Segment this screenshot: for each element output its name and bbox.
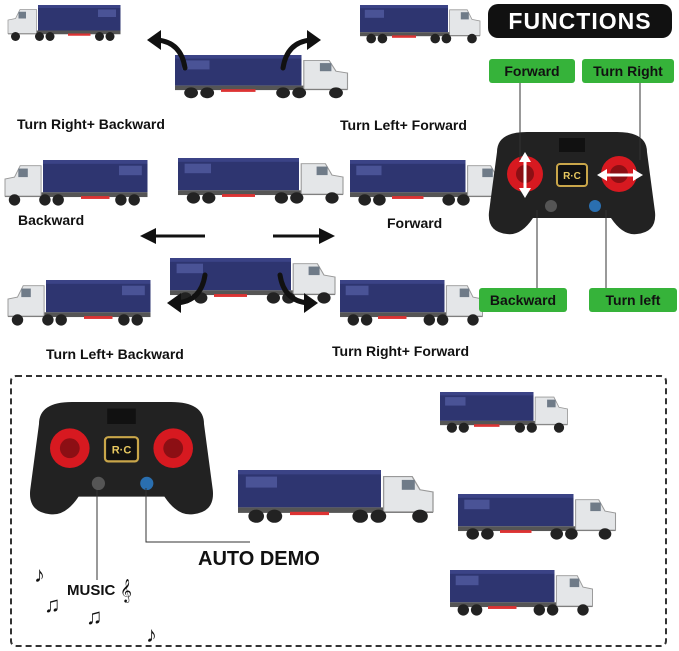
label-backward: Backward — [18, 212, 85, 228]
label-controller-backward: Backward — [479, 288, 567, 312]
label-controller-turn-right: Turn Right — [582, 59, 674, 83]
label-controller-forward: Forward — [489, 59, 575, 83]
auto-demo-frame — [10, 375, 667, 647]
truck-mid-center — [177, 157, 344, 205]
truck-top-right — [359, 4, 481, 44]
auto-demo-label: AUTO DEMO — [198, 548, 320, 570]
label-forward: Forward — [387, 215, 443, 231]
label-controller-turn-left: Turn left — [589, 288, 677, 312]
music-note-icon: ♪ — [146, 622, 157, 647]
truck-mid-left — [5, 160, 148, 206]
remote-controller-main — [487, 131, 657, 236]
music-note-icon: ♪ — [34, 562, 45, 587]
label-turn-left-forward: Turn Left+ Forward — [340, 117, 467, 133]
truck-low-left — [8, 280, 151, 326]
double-arrow-vertical-icon — [519, 152, 531, 198]
label-turn-right-backward: Turn Right+ Backward — [17, 116, 165, 132]
music-label: MUSIC — [67, 582, 116, 599]
truck-low-right — [339, 279, 483, 327]
truck-mid-right — [349, 159, 509, 207]
leader-lines — [519, 83, 641, 288]
music-note-icon: ♫ — [86, 604, 103, 629]
truck-top-center — [174, 54, 349, 99]
label-turn-left-backward: Turn Left+ Backward — [46, 346, 184, 362]
demo-leader-lines — [96, 488, 250, 580]
treble-clef-icon: 𝄞 — [120, 580, 132, 602]
label-turn-right-forward: Turn Right+ Forward — [332, 343, 470, 359]
functions-title: FUNCTIONS — [488, 4, 672, 38]
truck-top-left — [8, 5, 121, 41]
arrow-right — [273, 228, 335, 244]
double-arrow-horizontal-icon — [597, 169, 643, 181]
music-note-icon: ♫ — [44, 592, 61, 617]
arrow-left — [140, 228, 205, 244]
